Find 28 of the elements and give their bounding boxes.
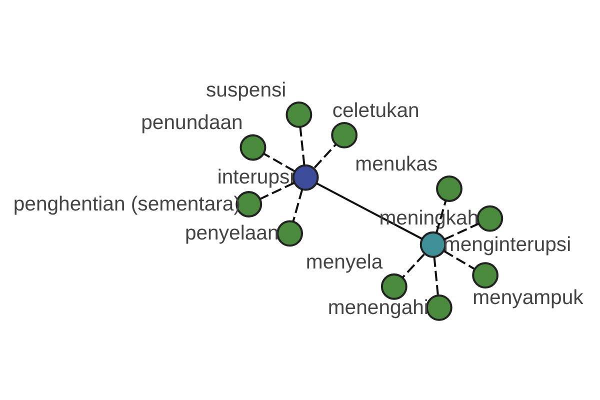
node-circle — [472, 262, 499, 289]
node-circle — [240, 134, 266, 161]
node-circle — [380, 273, 408, 300]
node-label: menyela — [306, 251, 383, 274]
node-label: penundaan — [141, 112, 243, 134]
node-circle — [292, 164, 319, 191]
node-label: penyelaan — [184, 222, 279, 245]
node-circle — [286, 101, 312, 128]
node-circle — [331, 122, 358, 148]
connector — [264, 152, 295, 172]
connector — [402, 254, 425, 278]
node-label: menukas — [355, 153, 438, 176]
node-circle — [426, 294, 452, 321]
node-circle — [436, 176, 462, 202]
node-label: menyampuk — [472, 286, 584, 309]
connector — [433, 256, 439, 295]
connector — [316, 182, 423, 240]
connector — [292, 189, 304, 222]
node-label: suspensi — [206, 79, 286, 102]
node-circle — [420, 231, 446, 258]
connector — [260, 182, 295, 200]
node-label: celetukan — [332, 100, 420, 122]
node-circle — [276, 220, 304, 247]
connector — [299, 127, 306, 165]
node-circle — [476, 205, 504, 232]
node-label: interupsi — [217, 166, 294, 189]
connector — [444, 250, 475, 270]
connector — [314, 144, 337, 168]
